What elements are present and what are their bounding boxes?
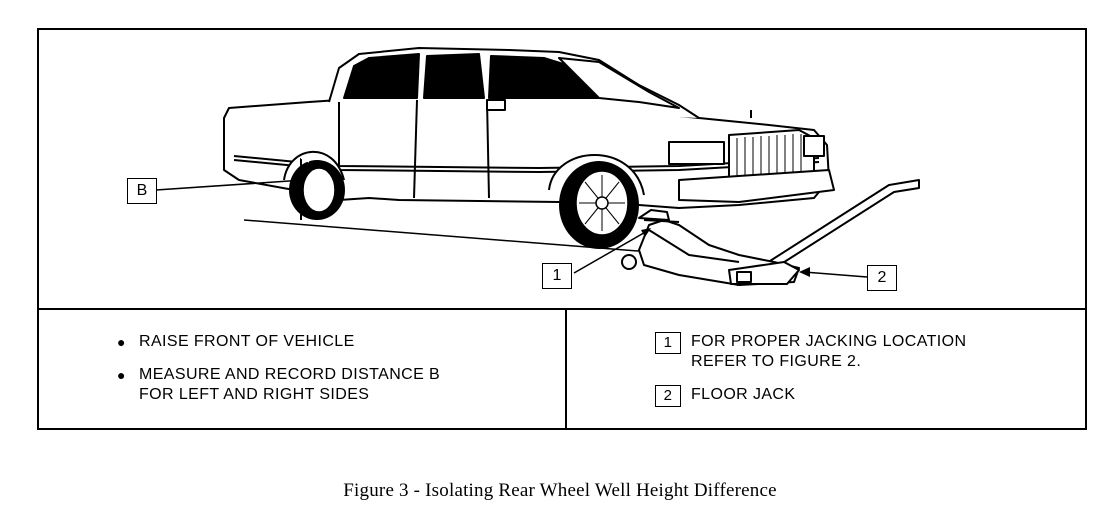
legend-number-box: 1 bbox=[655, 332, 681, 354]
callout-2: 2 bbox=[867, 265, 897, 291]
legend-number-box: 2 bbox=[655, 385, 681, 407]
figure-caption: Figure 3 - Isolating Rear Wheel Well Hei… bbox=[343, 480, 777, 501]
horizontal-divider bbox=[39, 308, 1085, 310]
instruction-text: MEASURE AND RECORD DISTANCE B FOR LEFT A… bbox=[139, 366, 441, 403]
instruction-text: RAISE FRONT OF VEHICLE bbox=[139, 333, 355, 350]
leader-line-2 bbox=[803, 271, 868, 278]
floor-jack-icon bbox=[621, 179, 920, 286]
legend-item: 2 FLOOR JACK bbox=[655, 385, 1095, 407]
bullet-icon: ● bbox=[117, 367, 126, 383]
leader-line-1 bbox=[573, 229, 650, 274]
instruction-item: ● RAISE FRONT OF VEHICLE bbox=[117, 332, 557, 352]
instruction-item: ● MEASURE AND RECORD DISTANCE B FOR LEFT… bbox=[117, 365, 557, 405]
callout-1: 1 bbox=[542, 263, 572, 289]
legend-list: 1 FOR PROPER JACKING LOCATION REFER TO F… bbox=[655, 332, 1095, 420]
front-wheel-icon bbox=[559, 161, 639, 249]
legend-item: 1 FOR PROPER JACKING LOCATION REFER TO F… bbox=[655, 332, 1095, 372]
vehicle-illustration bbox=[155, 47, 920, 286]
rear-wheel-icon bbox=[289, 157, 345, 220]
instructions-list: ● RAISE FRONT OF VEHICLE ● MEASURE AND R… bbox=[117, 332, 557, 418]
callout-b: B bbox=[127, 178, 157, 204]
bullet-icon: ● bbox=[117, 334, 126, 350]
legend-text: FLOOR JACK bbox=[691, 386, 796, 403]
vertical-divider bbox=[565, 310, 567, 428]
leader-line-b bbox=[155, 179, 305, 191]
legend-text: FOR PROPER JACKING LOCATION REFER TO FIG… bbox=[691, 333, 967, 370]
leader-arrow-1 bbox=[641, 228, 651, 237]
figure-frame: B 1 2 ● RAISE FRONT OF VEHICLE ● MEASURE… bbox=[37, 28, 1087, 430]
leader-arrow-2 bbox=[799, 267, 810, 277]
